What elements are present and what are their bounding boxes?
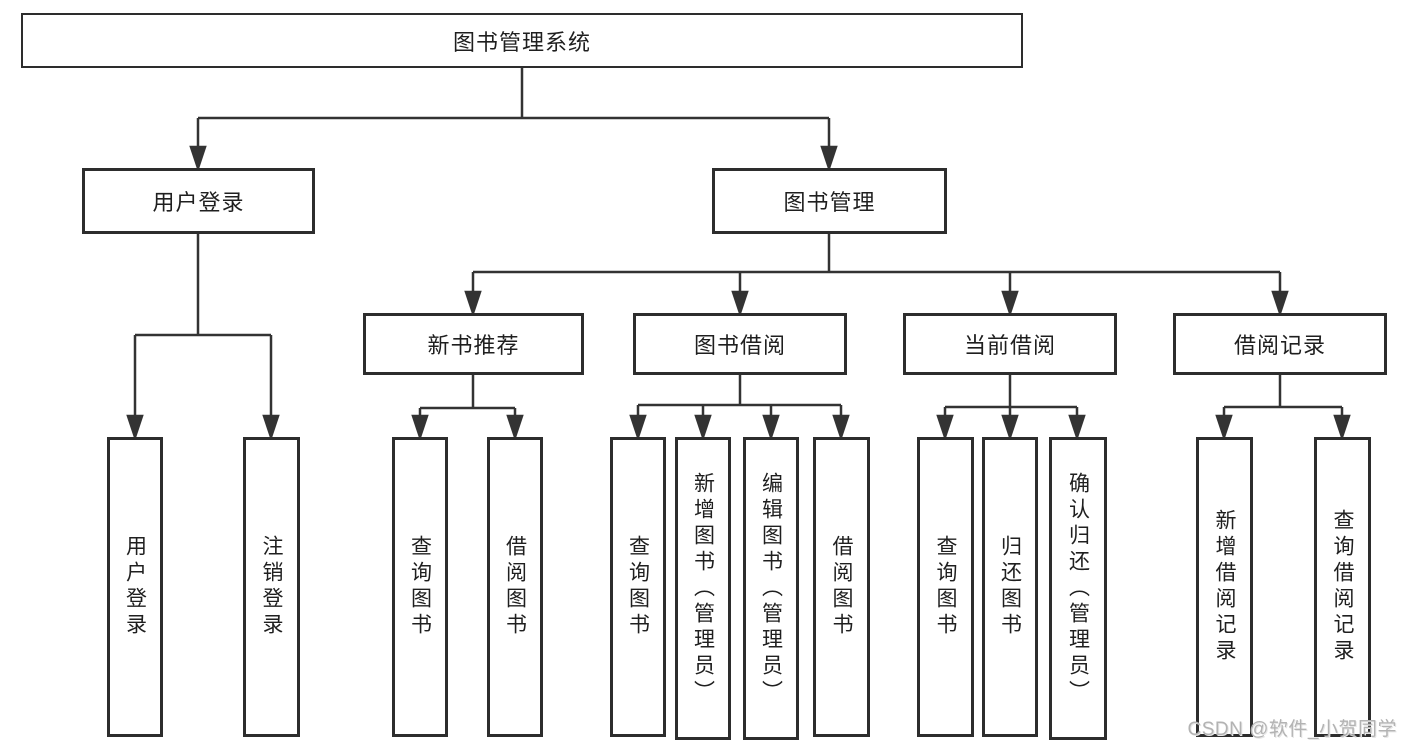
node-borrowing-records: 借阅记录: [1173, 313, 1387, 375]
node-book-management: 图书管理: [712, 168, 947, 234]
node-label: 新书推荐: [427, 333, 520, 358]
node-label: 新增图书（管理员）: [691, 471, 715, 706]
leaf-borrow-books-borrowing: 借阅图书: [813, 437, 870, 737]
leaf-add-borrow-record: 新增借阅记录: [1196, 437, 1253, 737]
leaf-return-books: 归还图书: [982, 437, 1038, 737]
leaf-borrow-books-recommend: 借阅图书: [487, 437, 543, 737]
node-current-borrowing: 当前借阅: [903, 313, 1117, 375]
leaf-query-books-current: 查询图书: [917, 437, 974, 737]
node-label: 新增借阅记录: [1213, 509, 1236, 665]
connector-new-book-branch: [411, 375, 524, 441]
node-user-login: 用户登录: [82, 168, 315, 234]
node-new-book-recommend: 新书推荐: [363, 313, 584, 375]
connector-current-borrow-branch: [936, 375, 1086, 441]
node-label: 借阅记录: [1233, 333, 1326, 358]
node-label: 借阅图书: [830, 535, 853, 639]
leaf-query-books-borrowing: 查询图书: [610, 437, 666, 737]
node-label: 借阅图书: [503, 535, 527, 639]
connector-root-to-level2: [189, 67, 838, 172]
node-label: 用户登录: [123, 535, 147, 639]
node-label: 用户登录: [152, 190, 245, 215]
node-library-management-system: 图书管理系统: [21, 13, 1023, 68]
node-book-borrowing: 图书借阅: [633, 313, 847, 375]
connector-book-management-branch: [464, 234, 1289, 317]
node-label: 图书借阅: [693, 333, 786, 358]
leaf-add-books-admin: 新增图书（管理员）: [675, 437, 731, 740]
node-label: 查询图书: [626, 535, 650, 639]
leaf-logout-login: 注销登录: [243, 437, 300, 737]
leaf-query-books-recommend: 查询图书: [392, 437, 448, 737]
csdn-watermark: CSDN @软件_小贺同学: [1187, 719, 1397, 740]
connector-book-borrow-branch: [629, 375, 850, 441]
node-label: 查询借阅记录: [1331, 509, 1354, 665]
connector-borrow-record-branch: [1215, 375, 1351, 441]
node-label: 查询图书: [934, 535, 957, 639]
node-label: 注销登录: [260, 535, 283, 639]
leaf-query-borrow-record: 查询借阅记录: [1314, 437, 1371, 737]
leaf-edit-books-admin: 编辑图书（管理员）: [743, 437, 799, 740]
node-label: 查询图书: [408, 535, 432, 639]
node-label: 图书管理系统: [452, 29, 591, 55]
leaf-confirm-return-admin: 确认归还（管理员）: [1049, 437, 1107, 740]
connector-user-login-branch: [126, 234, 280, 441]
node-label: 归还图书: [998, 535, 1022, 639]
node-label: 图书管理: [783, 190, 876, 215]
leaf-user-login: 用户登录: [107, 437, 163, 737]
node-label: 当前借阅: [963, 333, 1056, 358]
node-label: 编辑图书（管理员）: [759, 471, 783, 706]
node-label: 确认归还（管理员）: [1066, 471, 1090, 706]
